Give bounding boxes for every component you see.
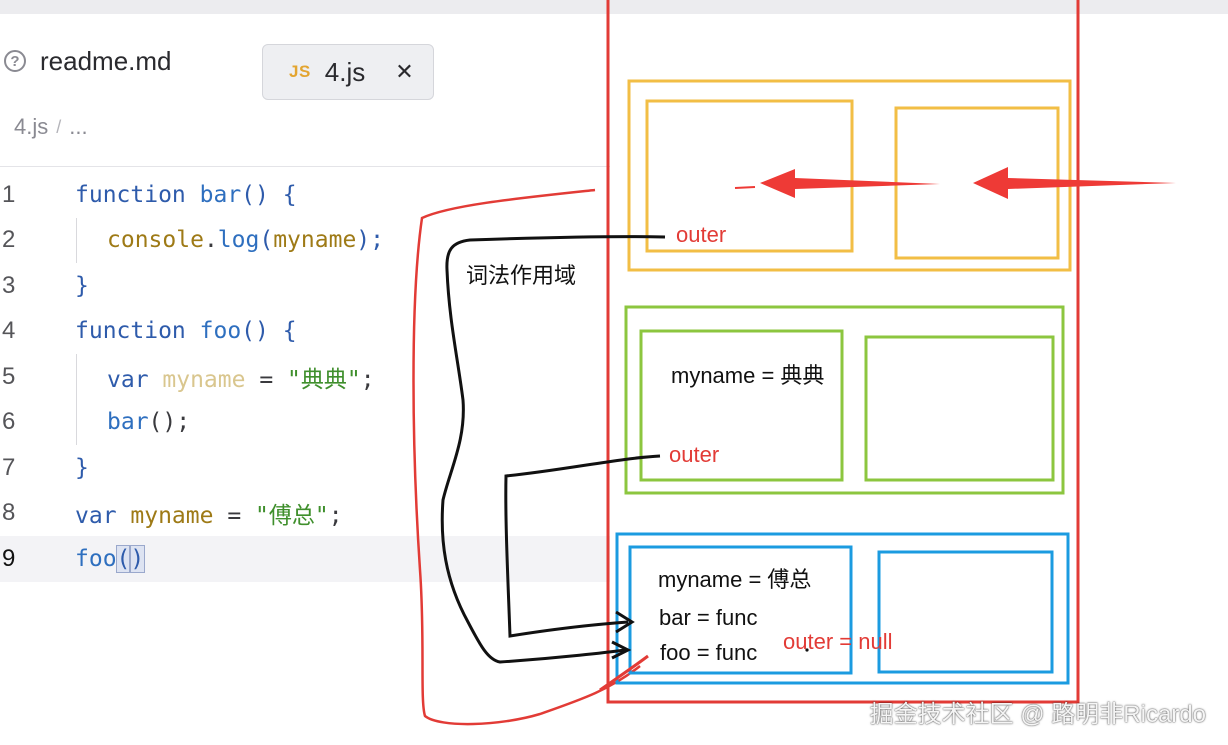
code-line: 8 var myname = "傅总";: [0, 491, 610, 537]
code-line-current: 9 foo(): [0, 536, 610, 582]
code-token: =: [213, 503, 256, 530]
code-text: console.log(myname);: [107, 227, 384, 253]
code-token: .: [203, 227, 218, 254]
code-token: foo: [75, 545, 117, 572]
code-token: console: [107, 227, 204, 254]
code-editor[interactable]: 1 function bar() { 2 console.log(myname)…: [0, 172, 610, 592]
breadcrumb-more[interactable]: ...: [69, 114, 88, 139]
code-token: foo: [185, 318, 242, 345]
code-token: () {: [241, 318, 297, 345]
window-top-strip: [0, 0, 1228, 14]
help-icon: ?: [4, 50, 26, 72]
tab-readme-label: readme.md: [40, 45, 172, 76]
code-token: (: [115, 544, 132, 573]
global-foo-label: foo = func: [660, 640, 758, 665]
breadcrumb-file[interactable]: 4.js: [14, 114, 49, 139]
code-token: myname: [273, 227, 357, 254]
arrowhead-bar: [615, 610, 635, 634]
code-token: var: [75, 503, 117, 530]
header-divider: [0, 166, 610, 167]
red-pen-stroke: [599, 654, 649, 692]
code-token: bar: [185, 181, 242, 208]
code-text: bar();: [107, 409, 190, 435]
code-token: bar: [107, 409, 149, 436]
lookup-arrow-1: [760, 169, 940, 198]
code-token: ();: [148, 409, 191, 436]
code-token: () {: [241, 181, 297, 208]
foo-outer-label: outer: [669, 442, 720, 467]
code-token: ;: [360, 366, 375, 393]
indent-guide: [76, 217, 77, 263]
breadcrumb: 4.js / ...: [14, 114, 88, 140]
code-token: ;: [328, 503, 343, 530]
tab-readme[interactable]: ? readme.md: [4, 44, 172, 78]
breadcrumb-separator: /: [56, 116, 62, 137]
code-token: "傅总": [255, 503, 329, 530]
code-token: var: [107, 366, 149, 393]
code-line: 1 function bar() {: [0, 172, 610, 218]
watermark: 掘金技术社区 @ 路明非Ricardo: [869, 701, 1206, 728]
code-line: 2 console.log(myname);: [0, 217, 610, 263]
indent-guide: [76, 399, 77, 445]
line-number: 9: [2, 544, 16, 572]
code-line: 4 function foo() {: [0, 309, 610, 355]
code-line: 6 bar();: [0, 399, 610, 445]
code-token: function: [75, 318, 186, 345]
foo-lexical-env-box: [864, 335, 1055, 482]
code-line: 7 }: [0, 445, 610, 491]
code-line: 5 var myname = "典典";: [0, 354, 610, 400]
line-number: 2: [2, 226, 16, 254]
global-myname-label: myname = 傅总: [658, 567, 812, 592]
tab-4-js-label: 4.js: [324, 56, 366, 87]
code-text: }: [75, 455, 89, 481]
line-number: 6: [2, 408, 16, 436]
code-token: myname: [116, 503, 214, 530]
tab-4-js[interactable]: JS 4.js ✕: [262, 44, 434, 100]
lookup-arrow-tail: [734, 186, 756, 189]
line-number: 5: [2, 362, 16, 390]
call-stack-box: [606, 0, 1080, 704]
code-text: function foo() {: [75, 318, 297, 344]
code-token: "典典": [287, 366, 361, 393]
foo-myname-label: myname = 典典: [671, 363, 825, 388]
code-token: =: [245, 366, 288, 393]
global-bar-label: bar = func: [659, 605, 758, 630]
line-number: 4: [2, 317, 16, 345]
lexical-scope-label: 词法作用域: [466, 263, 577, 288]
lookup-arrow-2: [973, 167, 1176, 199]
code-token: }: [75, 454, 89, 481]
bar-lexical-env-box: [894, 106, 1060, 260]
global-lexical-env-box: [877, 550, 1054, 674]
code-token: function: [75, 181, 186, 208]
line-number: 7: [2, 453, 16, 481]
code-text: foo(): [75, 544, 146, 573]
code-token: ): [129, 544, 146, 573]
js-icon: JS: [289, 62, 311, 81]
line-number: 1: [2, 180, 16, 208]
code-line: 3 }: [0, 263, 610, 309]
bar-outer-label: outer: [676, 222, 727, 247]
code-text: function bar() {: [75, 182, 297, 208]
code-token: }: [75, 272, 89, 299]
global-outer-label: outer = null: [783, 629, 893, 654]
line-number: 8: [2, 499, 16, 527]
arrowhead-foo: [611, 640, 632, 660]
indent-guide: [76, 354, 77, 400]
code-token: );: [356, 227, 384, 254]
code-text: var myname = "典典";: [107, 360, 375, 394]
code-text: var myname = "傅总";: [75, 496, 343, 530]
code-token: log: [217, 227, 260, 254]
line-number: 3: [2, 271, 16, 299]
code-token: (: [259, 227, 274, 254]
code-text: }: [75, 273, 89, 299]
tab-bar: ? readme.md JS 4.js ✕: [0, 14, 1228, 100]
close-icon[interactable]: ✕: [395, 59, 414, 84]
code-token: myname: [148, 366, 246, 393]
